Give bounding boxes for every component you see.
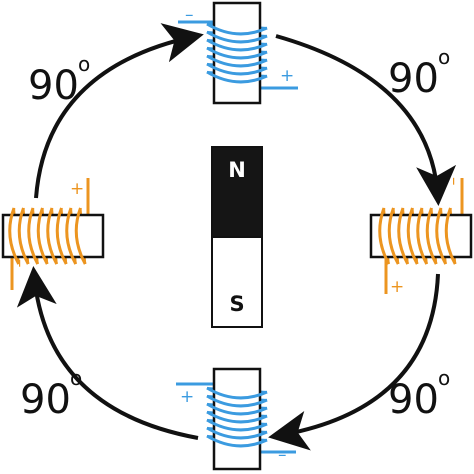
stator-pole-top (212, 1, 262, 105)
coil-turn (425, 207, 438, 265)
coil-winding-front (8, 207, 87, 265)
coil-turn (46, 207, 59, 265)
coil-left-plus-sign: + (70, 179, 84, 199)
coil-turn (27, 207, 40, 265)
degree-symbol-top-right: o (438, 45, 450, 69)
coil-top-plus-sign: + (280, 66, 294, 86)
coil-turn (206, 22, 268, 36)
coil-bottom-minus-sign: – (278, 445, 287, 465)
rotation-arrow-top-left (34, 23, 204, 199)
coil-turn (206, 402, 268, 416)
angle-label-bottom-left: 90 (20, 377, 71, 423)
coil-winding-front (378, 207, 457, 265)
coil-turn (444, 207, 457, 265)
degree-symbol-bottom-right: o (438, 366, 450, 390)
coil-turn (416, 207, 429, 265)
coil-turn (8, 207, 21, 265)
coil-turn (206, 434, 268, 448)
angle-label-bottom-right: 90 (388, 377, 439, 423)
coil-turn (55, 207, 68, 265)
degree-symbol-bottom-left: o (70, 366, 82, 390)
stator-coil-bottom: + – (176, 367, 296, 471)
coil-turn (74, 207, 87, 265)
coil-bottom-plus-sign: + (180, 387, 194, 407)
degree-symbol-top-left: o (78, 52, 90, 76)
coil-turn (17, 207, 30, 265)
stator-coil-top: – + (178, 1, 298, 105)
stator-pole-bottom (212, 367, 262, 471)
rotation-arrow-bottom-right (268, 273, 440, 451)
coil-turn (65, 207, 78, 265)
coil-winding-front (206, 22, 268, 84)
rotation-arrow-bottom-left (16, 266, 199, 440)
coil-turn (397, 207, 410, 265)
magnet-south-half (211, 236, 263, 328)
coil-turn (378, 207, 391, 265)
stator-coil-left: + – (1, 178, 105, 290)
coil-turn (206, 30, 268, 44)
coil-turn (206, 46, 268, 60)
coil-turn (206, 418, 268, 432)
coil-turn (206, 62, 268, 76)
coil-turn (206, 394, 268, 408)
coil-top-minus-sign: – (185, 5, 194, 25)
coil-turn (206, 38, 268, 52)
rotation-arrow-top-right (275, 34, 457, 206)
coil-left-minus-sign: – (10, 259, 30, 268)
coil-turn (36, 207, 49, 265)
angle-label-top-left: 90 (28, 63, 79, 109)
stator-coil-right: – + (369, 177, 473, 297)
south-pole-label: S (229, 292, 244, 316)
north-pole-label: N (228, 158, 246, 182)
coil-right-minus-sign: – (444, 177, 464, 186)
angle-label-top-right: 90 (388, 56, 439, 102)
coil-turn (206, 410, 268, 424)
bar-magnet: N S (211, 146, 263, 328)
magnet-north-half (211, 146, 263, 238)
coil-turn (206, 70, 268, 84)
coil-turn (435, 207, 448, 265)
coil-turn (206, 386, 268, 400)
coil-winding-front (206, 386, 268, 448)
coil-right-plus-sign: + (390, 277, 404, 297)
coil-turn (206, 426, 268, 440)
coil-turn (206, 54, 268, 68)
coil-turn (387, 207, 400, 265)
coil-turn (406, 207, 419, 265)
